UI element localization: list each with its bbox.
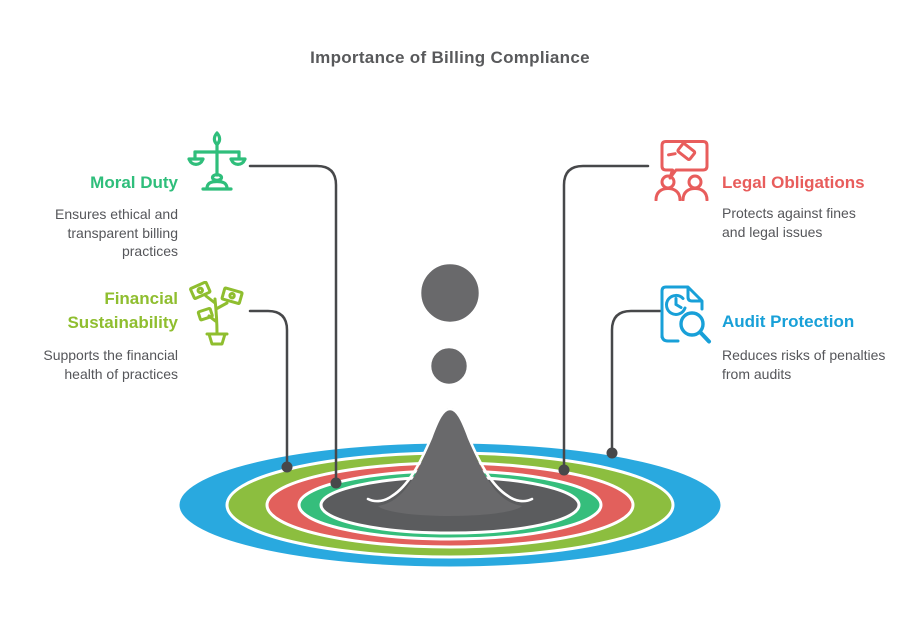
connector-audit-protection bbox=[610, 309, 662, 454]
description-financial-sustainability: Supports the financial health of practic… bbox=[43, 347, 178, 382]
money-tree-icon bbox=[189, 281, 244, 346]
connector-financial-sustainability bbox=[248, 309, 289, 468]
description-legal-obligations: Protects against fines and legal issues bbox=[722, 205, 856, 240]
heading-moral-duty: Moral Duty bbox=[90, 173, 178, 192]
heading-legal-obligations: Legal Obligations bbox=[722, 173, 865, 192]
document-search-icon bbox=[660, 285, 711, 344]
scales-icon bbox=[187, 131, 247, 191]
splash-column-outline bbox=[366, 407, 534, 503]
heading-financial-sustainability: Financial Sustainability bbox=[67, 289, 178, 332]
connector-dot-moral-duty bbox=[330, 477, 342, 489]
droplet-small bbox=[428, 345, 470, 387]
connector-moral-duty bbox=[248, 164, 338, 484]
page-title: Importance of Billing Compliance bbox=[310, 48, 590, 67]
heading-audit-protection: Audit Protection bbox=[722, 312, 855, 331]
droplet-large bbox=[418, 261, 482, 325]
connector-legal-obligations bbox=[562, 164, 650, 471]
connector-dot-legal-obligations bbox=[558, 464, 570, 476]
description-moral-duty: Ensures ethical and transparent billing … bbox=[55, 206, 178, 259]
connector-dot-financial-sustainability bbox=[281, 461, 293, 473]
connector-dot-audit-protection bbox=[606, 447, 618, 459]
gavel-people-icon bbox=[654, 140, 709, 201]
description-audit-protection: Reduces risks of penalties from audits bbox=[722, 347, 886, 382]
splash-column bbox=[378, 408, 522, 516]
